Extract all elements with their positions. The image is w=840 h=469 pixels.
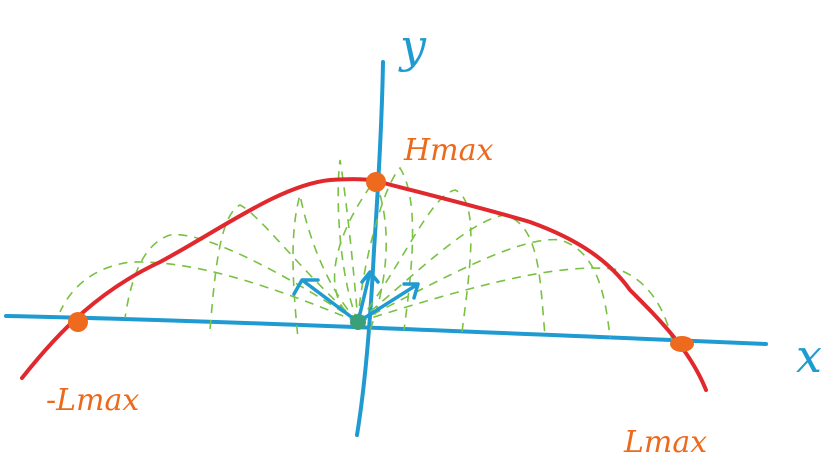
trajectory [292, 194, 359, 339]
hmax-point [366, 172, 386, 192]
lmax-point [670, 336, 694, 352]
hmax-label: Hmax [403, 133, 493, 168]
x-axis [4, 314, 768, 346]
velocity-vector-up [356, 270, 380, 324]
trajectory [357, 267, 673, 341]
velocity-vector-left [292, 278, 360, 324]
trajectory [357, 238, 611, 339]
trajectory [337, 159, 359, 323]
trajectory [357, 189, 472, 333]
trajectory [357, 166, 414, 331]
y-axis-label: y [398, 19, 427, 73]
origin-point [350, 314, 366, 330]
trajectory [209, 204, 359, 331]
trajectories [59, 159, 673, 341]
trajectory [59, 261, 359, 323]
neg-lmax-label: -Lmax [46, 383, 139, 418]
y-axis [355, 60, 385, 437]
velocity-vector-right [356, 282, 420, 324]
envelope-curve [20, 177, 708, 392]
trajectory [124, 233, 359, 323]
neg-lmax-point [68, 312, 88, 332]
lmax-label: Lmax [623, 425, 707, 460]
velocity-vectors [292, 270, 420, 324]
x-axis-label: x [796, 329, 822, 383]
